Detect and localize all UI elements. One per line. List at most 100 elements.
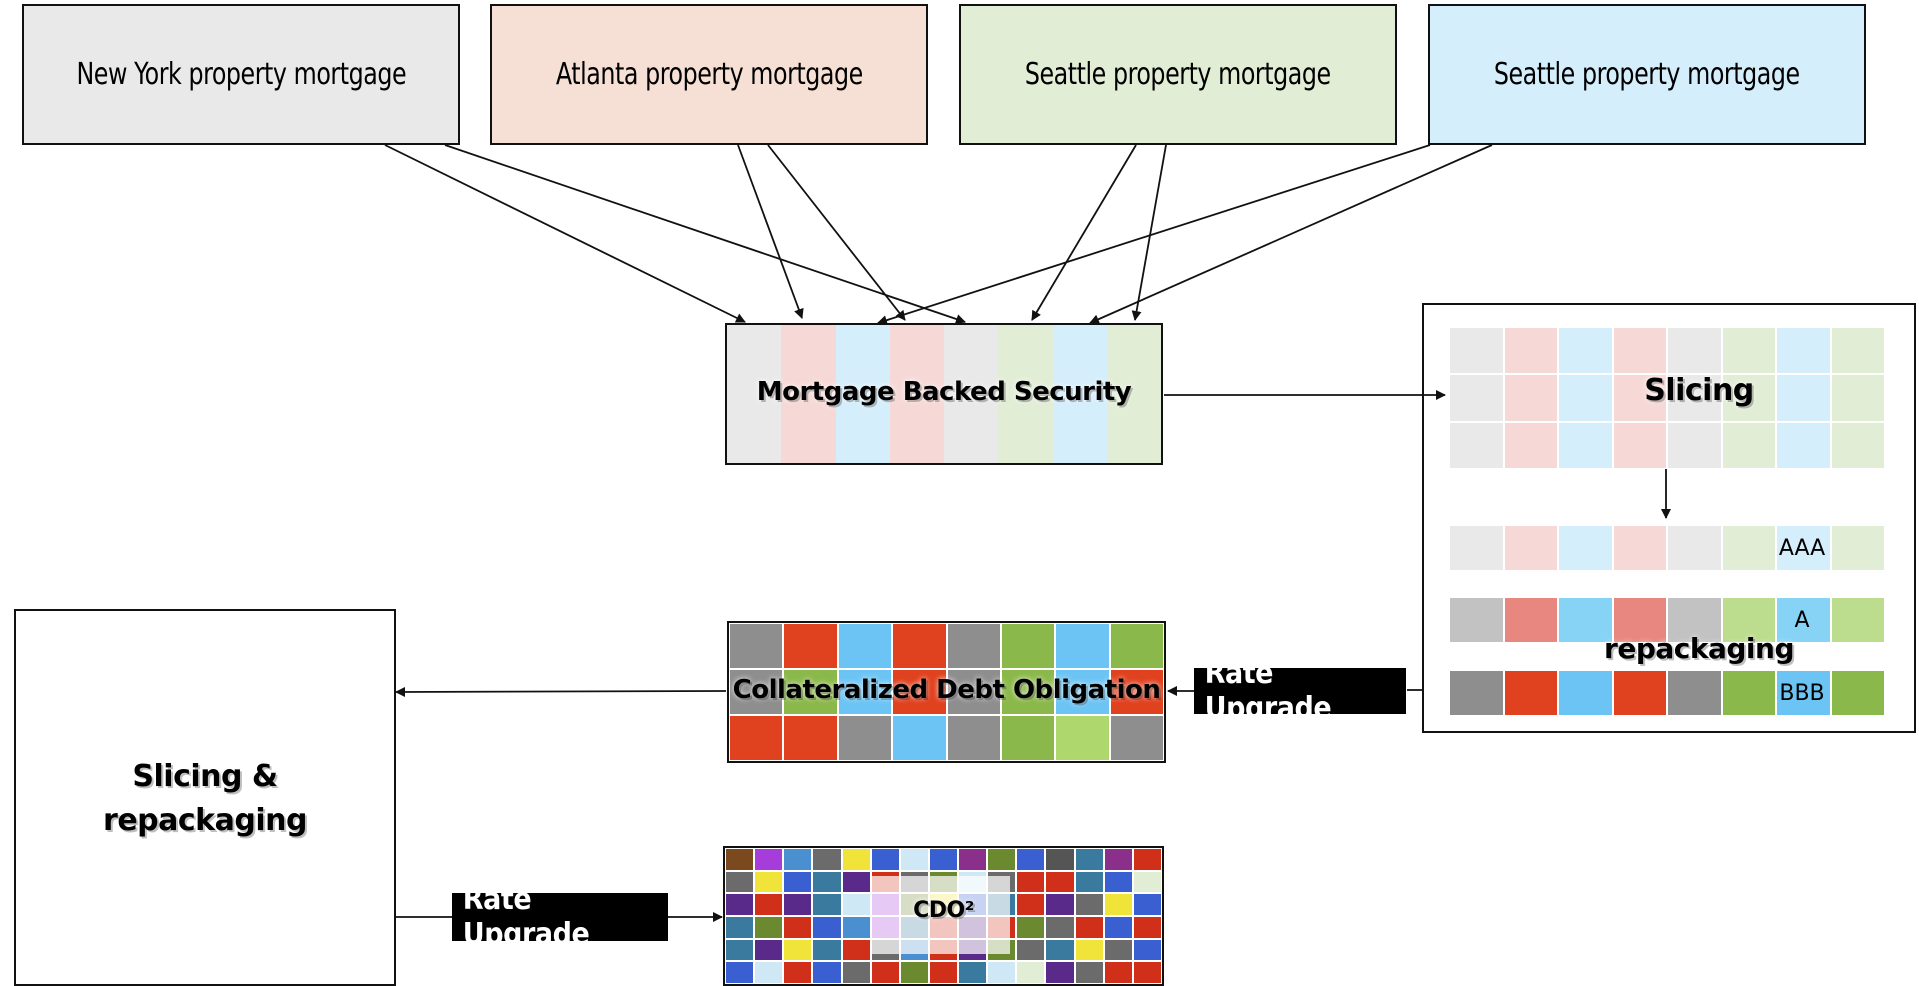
cdo-label: Collateralized Debt Obligation	[732, 675, 1161, 705]
slice-cell	[1449, 374, 1504, 422]
mbs-stripe	[727, 325, 782, 463]
mbs-stripe	[1052, 325, 1107, 463]
source-box-seattle: Seattle property mortgage	[959, 4, 1397, 145]
cdo-squared-cell	[783, 848, 813, 871]
cdo-squared-cell	[870, 848, 900, 871]
cdo-squared-cell	[812, 893, 842, 916]
cdo-squared-cell	[783, 893, 813, 916]
cdo-cell	[729, 715, 784, 761]
cdo-squared-cell	[841, 961, 871, 984]
slice-cell	[1612, 374, 1667, 422]
slice-cell	[1449, 421, 1504, 469]
cdo-squared-cell	[928, 848, 959, 871]
slice-cell	[1830, 327, 1885, 375]
cdo-squared-cell	[1045, 938, 1075, 962]
tranche-cell	[1776, 670, 1831, 716]
slicing-repackaging-line2: repackaging	[103, 803, 307, 838]
cdo-squared-cell	[1045, 848, 1075, 871]
cdo-cell	[783, 623, 838, 669]
cdo-cell	[946, 623, 1001, 669]
cdo-squared-cell	[928, 961, 959, 984]
cdo-squared-label: CDO²	[913, 898, 974, 923]
cdo-squared-cell	[841, 938, 871, 962]
tranche-cell	[1612, 597, 1667, 643]
cdo-squared-cell	[1132, 848, 1162, 871]
cdo-squared-cell	[725, 893, 755, 916]
rating-aaa: AAA	[1778, 536, 1826, 561]
rate-upgrade-badge-2: Rate Upgrade	[452, 882, 668, 952]
mbs-stripes	[727, 325, 1161, 463]
arrow-ny-to-mbs-1	[384, 144, 746, 323]
cdo-squared-cell	[1103, 961, 1133, 984]
slice-cell	[1830, 421, 1885, 469]
tranche-cell	[1721, 597, 1776, 643]
slice-cell	[1558, 374, 1613, 422]
slice-cell	[1776, 327, 1831, 375]
cdo-squared-cell	[1103, 848, 1133, 871]
cdo-squared-cell	[812, 915, 842, 939]
cdo-cell	[729, 623, 784, 669]
tranche-cell	[1776, 597, 1831, 643]
cdo-squared-cell	[1074, 915, 1104, 939]
tranche-cell	[1558, 670, 1613, 716]
rating-a: A	[1794, 608, 1810, 633]
cdo-squared-cell	[1132, 961, 1162, 984]
cdo-squared-cell	[1045, 915, 1075, 939]
tranche-cell	[1503, 597, 1558, 643]
cdo-cell	[892, 715, 947, 761]
cdo-squared-cell	[1074, 961, 1104, 984]
slice-cell	[1776, 374, 1831, 422]
cdo-squared-cell	[1074, 870, 1104, 894]
arrow-sea2-to-mbs-2	[1089, 144, 1493, 324]
tranche-cell	[1667, 597, 1722, 643]
source-label: New York property mortgage	[76, 57, 406, 92]
cdo-cell	[892, 623, 947, 669]
tranche-cell	[1449, 597, 1504, 643]
cdo-squared-cell	[841, 848, 871, 871]
cdo-squared-cell	[1074, 848, 1104, 871]
cdo-squared-cell	[812, 848, 842, 871]
slice-cell	[1612, 327, 1667, 375]
cdo-squared-cell	[754, 893, 784, 916]
cdo-squared-cell	[783, 938, 813, 962]
arrow-sea-to-mbs-2	[1131, 144, 1167, 321]
cdo-squared-cell	[1045, 893, 1075, 916]
arrow-ny-to-mbs-2	[444, 144, 966, 324]
cdo-cell	[1109, 669, 1164, 715]
mbs-stripe	[998, 325, 1053, 463]
slice-cell	[1721, 327, 1776, 375]
arrow-atl-to-mbs-2	[767, 144, 906, 321]
source-box-atlanta: Atlanta property mortgage	[490, 4, 928, 145]
mbs-stripe	[1106, 325, 1161, 463]
cdo-cell	[1000, 669, 1056, 715]
slice-cell	[1503, 421, 1558, 469]
cdo-squared-cell	[754, 870, 784, 894]
tranche-cell	[1449, 525, 1504, 571]
tranche-row-a	[1449, 597, 1885, 643]
cdo-cell	[783, 715, 838, 761]
cdo-squared-cell	[987, 961, 1017, 984]
slice-cell	[1503, 374, 1558, 422]
rate-upgrade-badge: Rate Upgrade	[1194, 656, 1406, 726]
cdo-squared-cell	[725, 848, 755, 871]
arrow-atl-to-mbs-1	[737, 144, 804, 319]
cdo-cell	[1109, 623, 1164, 669]
cdo-squared-cell	[1074, 893, 1104, 916]
cdo-squared-cell	[841, 870, 871, 894]
mbs-stripe	[835, 325, 890, 463]
cdo-squared-cell	[870, 961, 900, 984]
cdo-squared-cell	[987, 848, 1017, 871]
cdo-squared-cell	[1132, 870, 1162, 894]
cdo-squared-box: CDO²	[723, 846, 1164, 986]
tranche-cell	[1776, 525, 1831, 571]
source-label: Seattle property mortgage	[1025, 57, 1331, 92]
cdo-cell	[1055, 623, 1110, 669]
cdo-cell	[837, 669, 893, 715]
mbs-stripe	[781, 325, 836, 463]
tranche-cell	[1667, 670, 1722, 716]
cdo-squared-cell	[812, 961, 842, 984]
cdo-cell	[946, 715, 1001, 761]
cdo-squared-cell	[1045, 870, 1075, 894]
